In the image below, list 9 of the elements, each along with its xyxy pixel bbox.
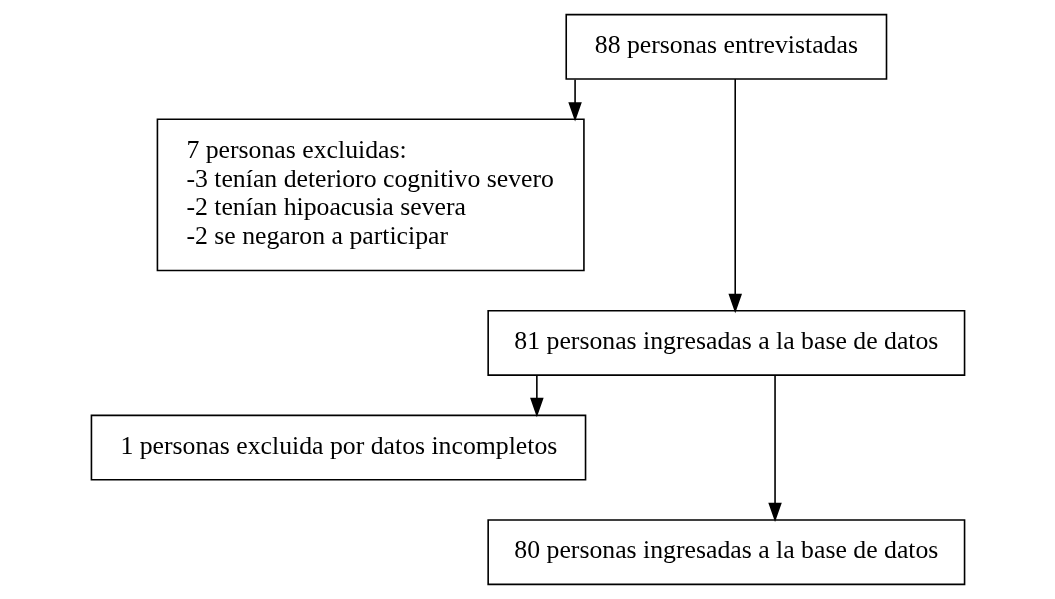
arrow (767, 374, 782, 522)
node-box: 88 personas entrevistadas (564, 13, 887, 80)
node-box: 7 personas excluidas: -3 tenían deterioro cognitivo severo -2 tenían hipoacusia severa -2 se negaron a participar (156, 118, 585, 272)
arrow (727, 78, 742, 314)
node-box: 81 personas ingresadas a la base de datos (486, 309, 965, 376)
arrow (529, 374, 544, 418)
node-box: 1 personas excluida por datos incompletos (90, 414, 586, 481)
arrow (567, 78, 582, 122)
node-box: 80 personas ingresadas a la base de datos (486, 519, 965, 586)
